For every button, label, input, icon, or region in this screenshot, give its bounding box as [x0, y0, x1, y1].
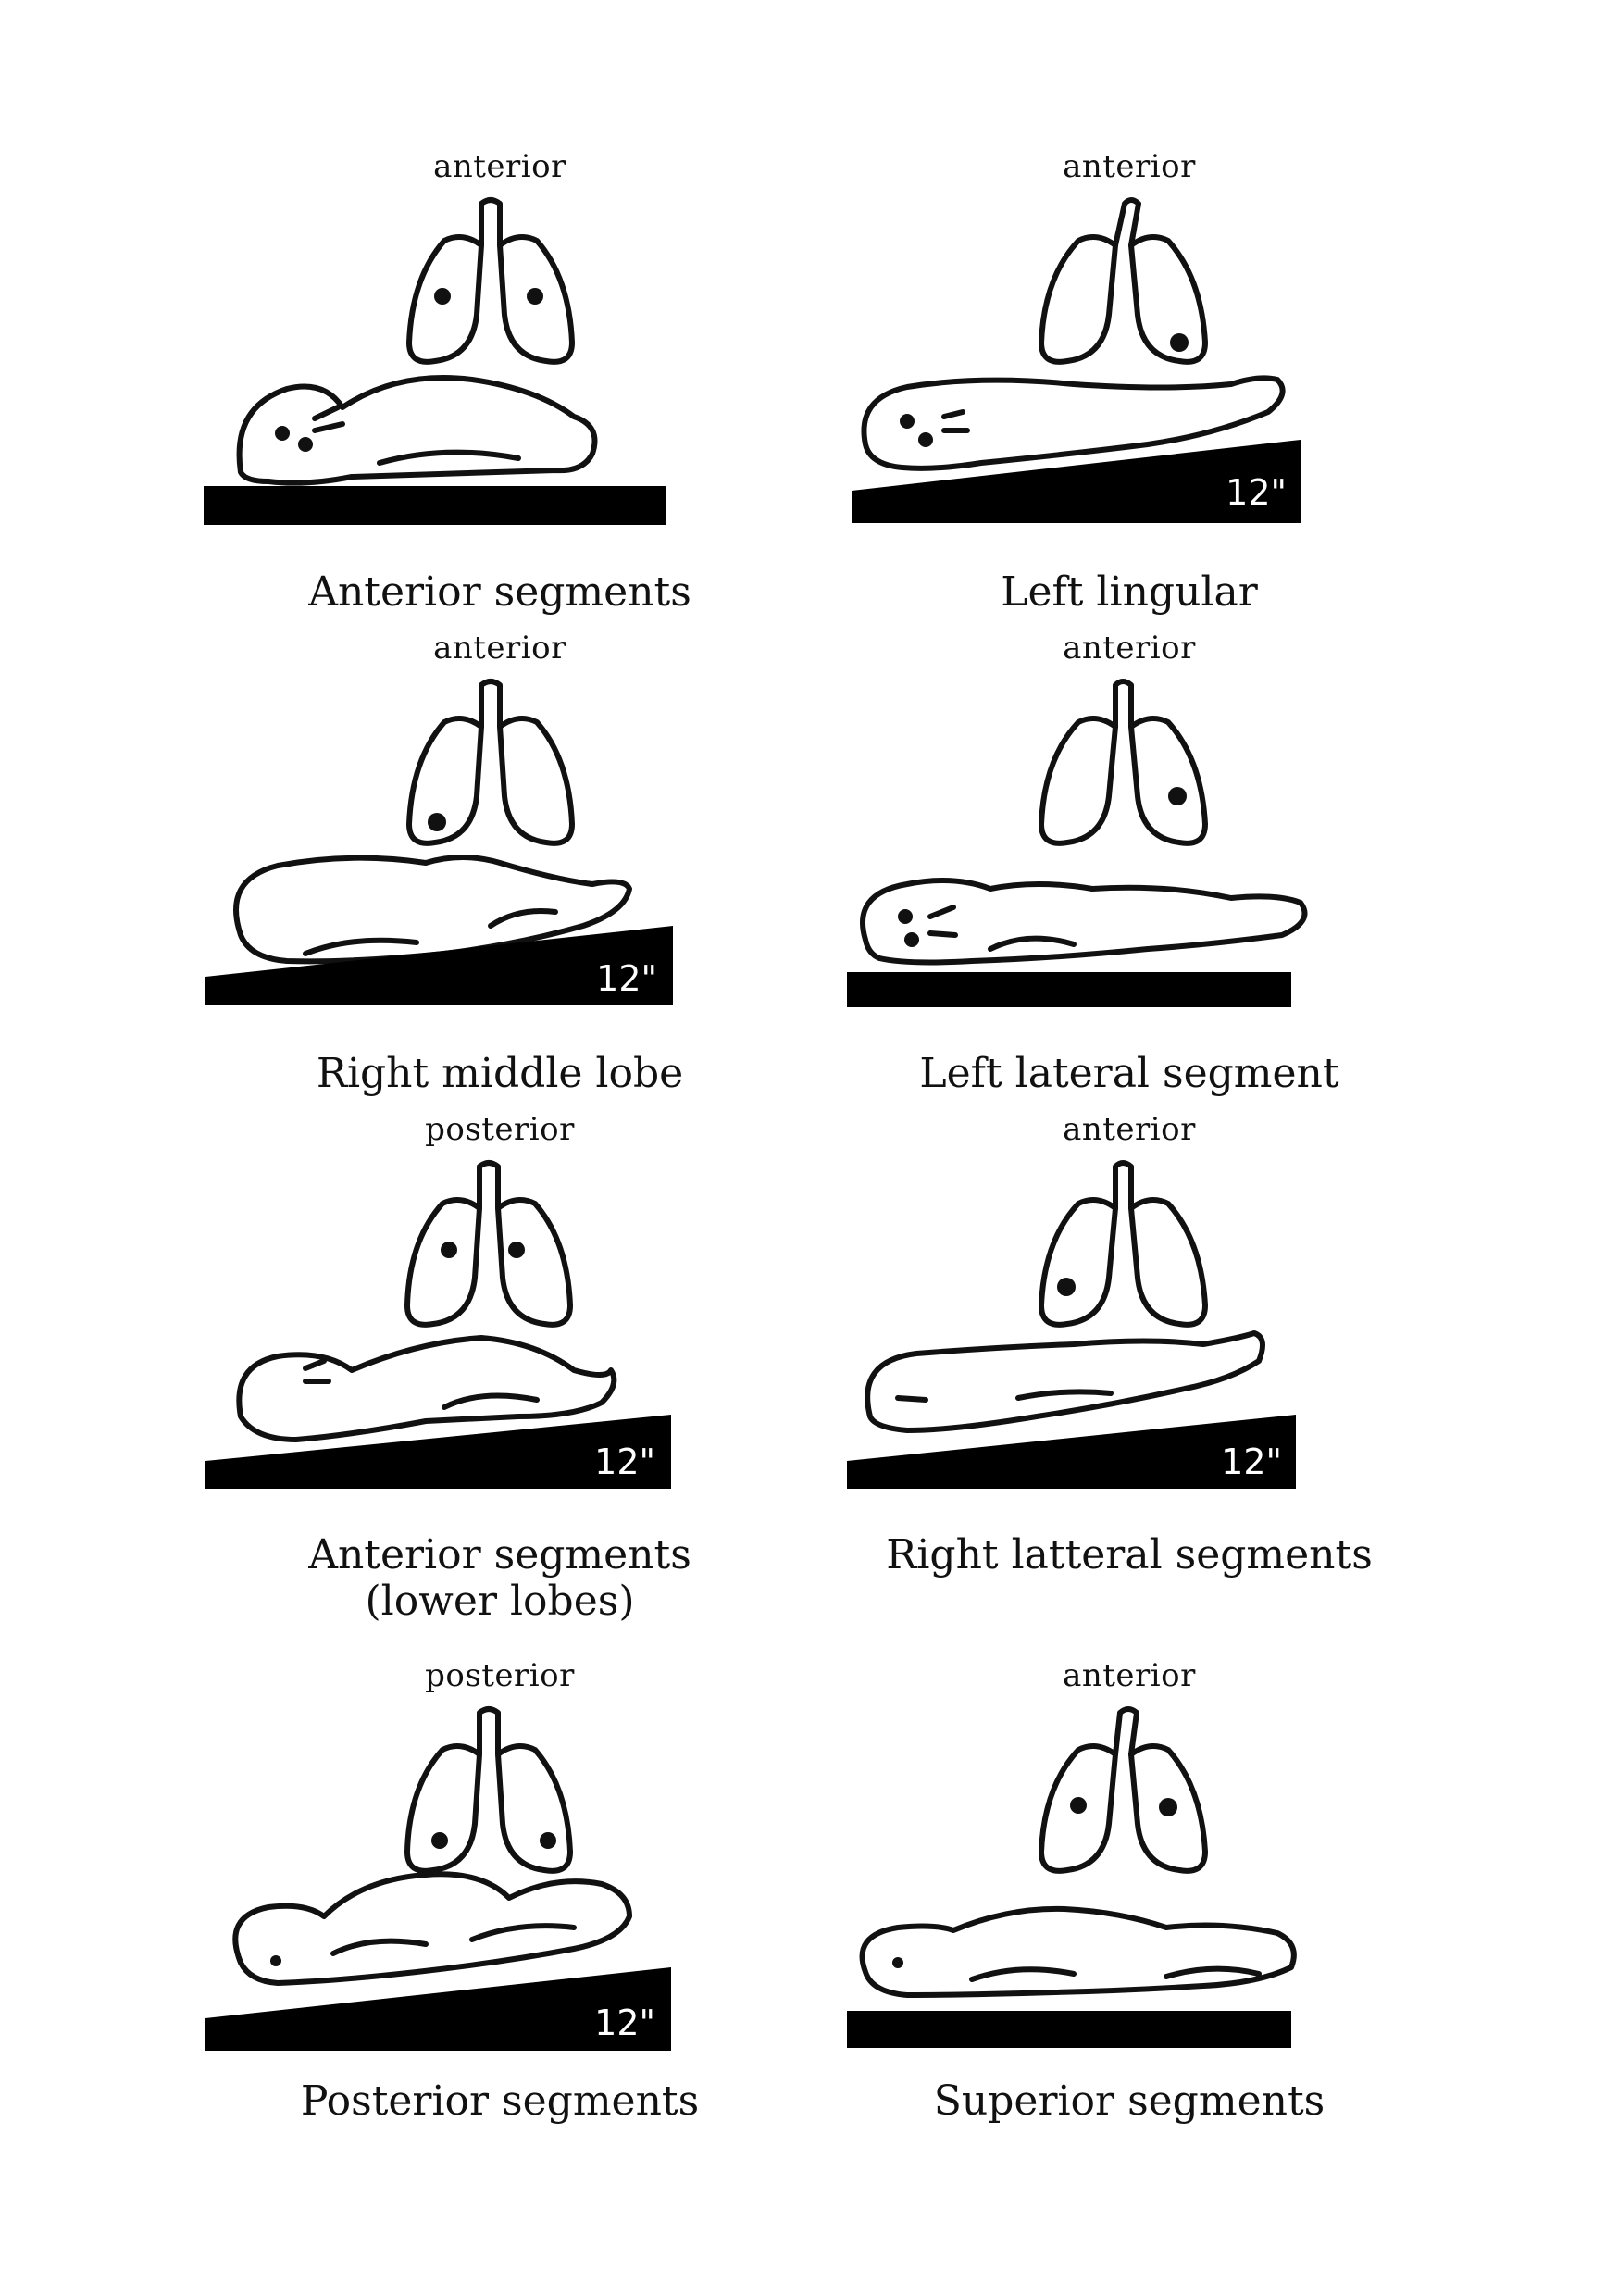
- panel-left-lateral-segment: anterior Left lateral segment: [796, 630, 1462, 1148]
- caption: Right middle lobe: [167, 1051, 833, 1097]
- panel-right-latteral-segments: anterior 12" Right latteral segments: [796, 1111, 1462, 1629]
- panel-left-lingular: anterior 12" Left lingular: [796, 148, 1462, 667]
- lungs-icon: [1041, 681, 1205, 843]
- lungs-icon: [407, 1709, 570, 1871]
- panel-anterior-segments-lower-lobes: posterior 12" Anterior segments (lower l…: [167, 1111, 833, 1629]
- positioning-wedge-icon: [847, 972, 1291, 1007]
- caption: Left lingular: [796, 569, 1462, 616]
- panel-posterior-segments: posterior 12" Posterior segments: [167, 1657, 833, 2176]
- lungs-icon: [409, 681, 572, 843]
- patient-body-icon: [235, 1874, 629, 1983]
- positioning-wedge-icon: [847, 2011, 1291, 2048]
- lungs-icon: [409, 200, 572, 362]
- panel-anterior-segments: anterior Anterior segments: [167, 148, 833, 667]
- caption: Left lateral segment: [796, 1051, 1462, 1097]
- panel-right-middle-lobe: anterior 12" Right middle lobe: [167, 630, 833, 1148]
- position-drawing: 12": [167, 1139, 833, 1528]
- position-drawing: 12": [167, 1685, 833, 2074]
- position-drawing: 12": [167, 657, 833, 1046]
- panel-superior-segments: anterior Superior segments: [796, 1657, 1462, 2176]
- lungs-icon: [407, 1163, 570, 1325]
- positioning-wedge-icon: 12": [205, 1415, 671, 1489]
- positioning-wedge-icon: 12": [205, 1967, 671, 2051]
- height-label: 12": [596, 958, 657, 999]
- patient-body-icon: [863, 880, 1305, 962]
- caption: Right latteral segments: [796, 1532, 1462, 1578]
- position-drawing: [167, 176, 833, 565]
- patient-body-icon: [239, 1338, 614, 1440]
- lungs-icon: [1041, 1709, 1205, 1871]
- positioning-wedge-icon: 12": [847, 1415, 1296, 1489]
- patient-body-icon: [867, 1333, 1263, 1430]
- position-drawing: [796, 657, 1462, 1046]
- caption: Superior segments: [796, 2078, 1462, 2125]
- position-drawing: [796, 1685, 1462, 2074]
- positioning-wedge-icon: 12": [205, 926, 673, 1004]
- patient-body-icon: [863, 1909, 1294, 1995]
- height-label: 12": [1226, 472, 1287, 513]
- height-label: 12": [594, 1441, 655, 1482]
- caption: Posterior segments: [167, 2078, 833, 2125]
- position-drawing: 12": [796, 1139, 1462, 1528]
- caption: Anterior segments (lower lobes): [167, 1532, 833, 1625]
- lungs-icon: [1041, 200, 1205, 362]
- height-label: 12": [1221, 1441, 1282, 1482]
- position-drawing: 12": [796, 176, 1462, 565]
- caption: Anterior segments: [167, 569, 833, 616]
- lungs-icon: [1041, 1163, 1205, 1325]
- patient-body-icon: [240, 378, 595, 483]
- positioning-wedge-icon: [204, 486, 666, 525]
- height-label: 12": [594, 2003, 655, 2043]
